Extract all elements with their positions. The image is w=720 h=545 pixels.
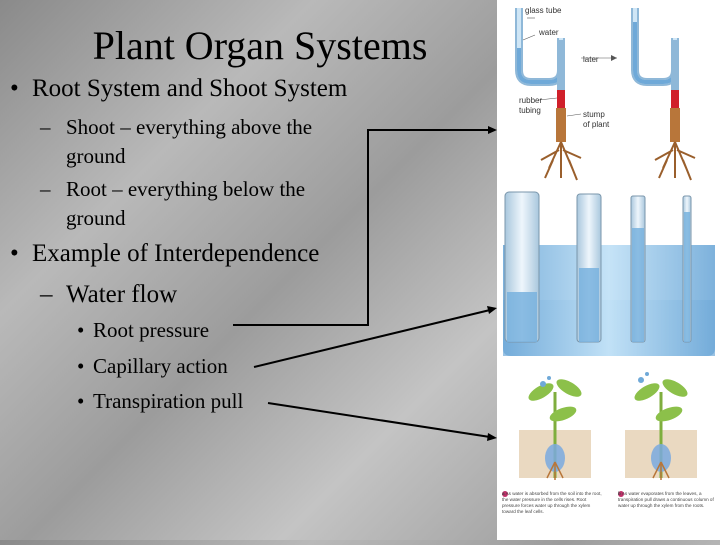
label-later: later <box>583 55 599 64</box>
sub-bullet-water-flow: –Water flow <box>40 281 178 308</box>
rubber-tubing-right <box>671 90 679 108</box>
roots-left <box>540 141 582 181</box>
slide-title: Plant Organ Systems <box>92 23 428 68</box>
figure-panel: glass tube water later rubber tubing stu… <box>497 0 720 540</box>
label-water: water <box>539 28 559 37</box>
label-glass-tube: glass tube <box>525 6 562 15</box>
capillary-apparatus <box>503 191 715 356</box>
bullet-root-shoot: •Root System and Shoot System <box>10 75 348 102</box>
seedling-left <box>519 376 591 480</box>
sub-bullet-root: –Root – everything below the ground <box>40 177 306 230</box>
item-root-pressure: •Root pressure <box>77 318 210 342</box>
item-transpiration-pull: •Transpiration pull <box>77 389 244 413</box>
arrowhead-transpiration-pull <box>487 433 497 441</box>
arrowhead-root-pressure <box>488 126 497 134</box>
water-transport-figure <box>502 8 715 497</box>
caption-marker-left <box>502 491 508 497</box>
caption-marker-right <box>618 491 624 497</box>
seedling-right <box>625 372 697 480</box>
root-pressure-apparatus <box>515 8 696 181</box>
stump-right <box>670 108 680 142</box>
stump-left <box>556 108 566 142</box>
u-tube-right <box>631 8 696 181</box>
arrow-capillary-action <box>253 309 491 368</box>
u-tube-left <box>515 8 582 181</box>
roots-right <box>654 141 696 181</box>
transpiration-panels <box>502 372 697 497</box>
sub-bullet-shoot: –Shoot – everything above the ground <box>40 115 313 168</box>
caption-right: b As water evaporates from the leaves, a… <box>618 491 714 508</box>
label-of-plant: of plant <box>583 120 610 129</box>
arrow-root-pressure <box>233 129 490 326</box>
caption-left: a As water is absorbed from the soil int… <box>502 491 602 514</box>
arrow-transpiration-pull <box>267 402 491 438</box>
label-rubber: rubber <box>519 96 543 105</box>
item-capillary-action: •Capillary action <box>77 354 228 378</box>
label-stump: stump <box>583 110 605 119</box>
bullet-interdependence: •Example of Interdependence <box>10 240 320 267</box>
label-tubing: tubing <box>519 106 541 115</box>
arrowhead-capillary-action <box>487 306 497 314</box>
rubber-tubing-left <box>557 90 565 108</box>
